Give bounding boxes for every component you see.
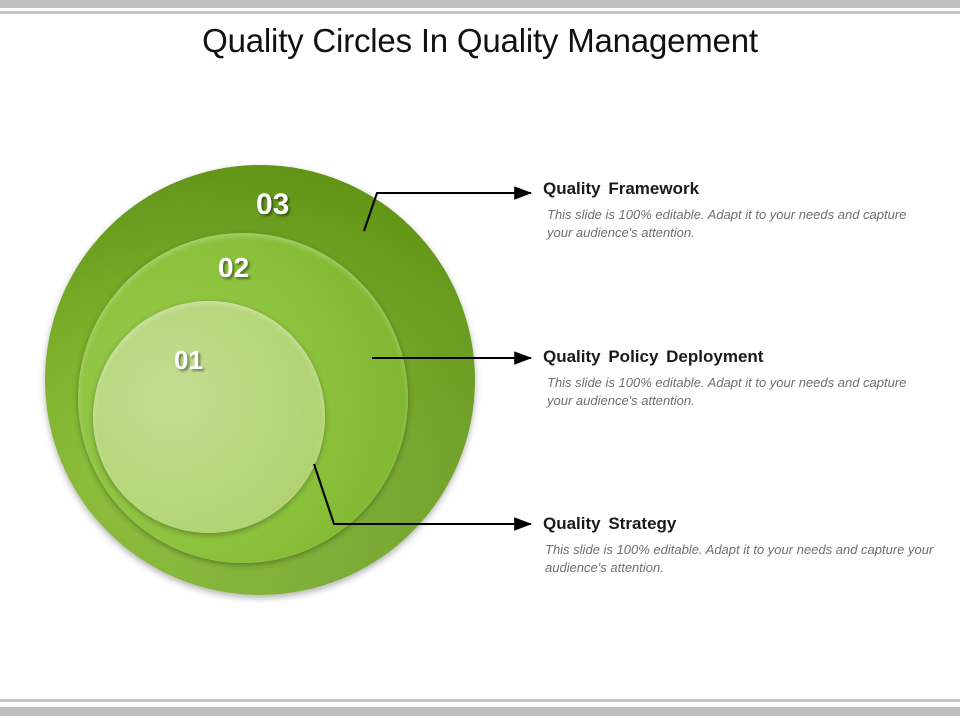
connector-quality-framework [363,186,533,232]
connector-quality-strategy [313,463,533,531]
top-frame-rule [0,11,960,14]
detail-block-quality-policy-deployment: Quality Policy Deployment This slide is … [543,347,935,410]
page-title: Quality Circles In Quality Management [202,22,758,59]
detail-body-quality-strategy: This slide is 100% editable. Adapt it to… [545,542,934,575]
detail-body-quality-policy-deployment: This slide is 100% editable. Adapt it to… [547,375,907,408]
detail-title-quality-framework: Quality Framework [543,179,700,198]
top-frame-bar [0,0,960,8]
detail-title-quality-policy-deployment: Quality Policy Deployment [543,347,764,366]
detail-body-quality-framework: This slide is 100% editable. Adapt it to… [547,207,907,240]
bottom-frame-bar [0,707,960,716]
detail-title-quality-strategy: Quality Strategy [543,514,677,533]
bottom-frame-rule [0,699,960,702]
detail-block-quality-framework: Quality Framework This slide is 100% edi… [543,179,935,242]
detail-block-quality-strategy: Quality Strategy This slide is 100% edit… [543,514,935,577]
